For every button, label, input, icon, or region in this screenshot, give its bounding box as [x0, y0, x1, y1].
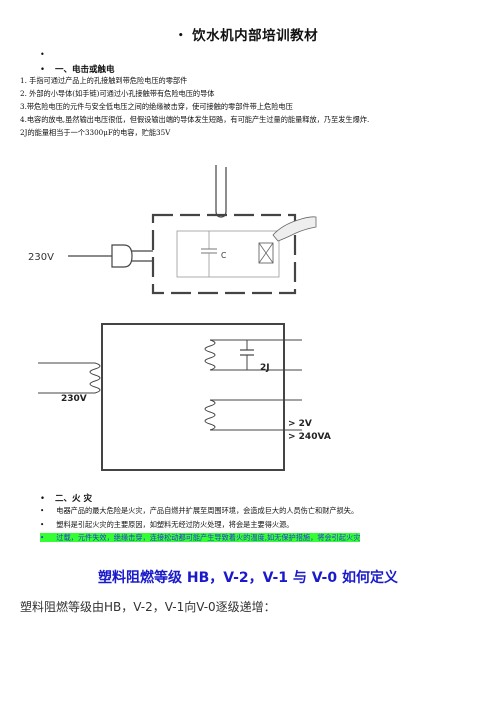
enclosure-outline — [151, 213, 297, 295]
energy-label: 2J — [260, 363, 270, 373]
output-power-label: > 240VA — [288, 432, 331, 442]
section1-line-5: 2J的能量相当于一个3300μF的电容，贮能35V — [20, 128, 171, 137]
secondary-coil-1 — [204, 339, 216, 371]
section3-heading: 塑料阻燃等级 HB，V-2，V-1 与 V-0 如何定义 — [98, 570, 398, 586]
section1-line-4: 4.电容的放电,虽然输出电压很低，但假设输出端的导体发生短路，有可能产生过量的能… — [20, 115, 370, 124]
section1-heading: • 一、电击或触电 — [40, 63, 115, 75]
section1-line-1: 1. 手指可通过产品上的孔接触到带危险电压的零部件 — [20, 76, 188, 85]
voltage-label: 230V — [28, 252, 54, 263]
figure-capacitor-enclosure: 230V C — [28, 165, 317, 295]
section2-bullet-2: •塑料是引起火灾的主要原因，如塑料无经过防火处理，将会是主要得火源。 — [40, 520, 294, 529]
section1-line-3: 3.带危险电压的元件与安全低电压之间的绝缘被击穿，使可接触的零部件带上危险电压 — [20, 102, 293, 111]
capacitor-label: C — [221, 251, 226, 260]
bullet-dot: • — [40, 65, 46, 75]
empty-bullet: • — [40, 50, 45, 59]
section1-heading-text: 一、电击或触电 — [55, 65, 115, 75]
section2-heading: • 二、火 灾 — [40, 492, 92, 504]
transformer-enclosure — [101, 323, 285, 471]
section3-line: 塑料阻燃等级由HB，V-2，V-1向V-0逐级递增： — [20, 600, 276, 614]
bullet-dot: • — [40, 494, 46, 504]
bullet-dot: • — [177, 31, 185, 41]
section1-line-2: 2. 外部的小导体(如手链)可通过小孔接触带有危险电压的导体 — [20, 89, 215, 98]
hand-finger — [272, 216, 317, 242]
finger-probe — [215, 165, 227, 218]
section2-bullet-1: •电器产品的最大危险是火灾，产品自燃并扩展至周围环境，会造成巨大的人员伤亡和财产… — [40, 506, 359, 515]
secondary-coil-2 — [204, 399, 216, 431]
title-text: 饮水机内部培训教材 — [192, 28, 319, 44]
plug-body — [111, 244, 133, 268]
page-title: • 饮水机内部培训教材 — [0, 24, 496, 44]
section2-heading-text: 二、火 灾 — [55, 494, 92, 504]
inner-circuit — [176, 230, 280, 278]
voltage-label: 230V — [61, 394, 87, 404]
primary-coil — [80, 362, 101, 394]
highlight-text: 过载，元件失效，绝缘击穿，连接松动都可能产生导致着火的温度,如无保护措施，将会引… — [56, 533, 361, 542]
section2-highlight-bullet: •过载，元件失效，绝缘击穿，连接松动都可能产生导致着火的温度,如无保护措施，将会… — [40, 533, 361, 542]
figure-transformer: 230V 2J > 2V > 240VA — [38, 323, 331, 471]
output-voltage-label: > 2V — [288, 419, 312, 429]
